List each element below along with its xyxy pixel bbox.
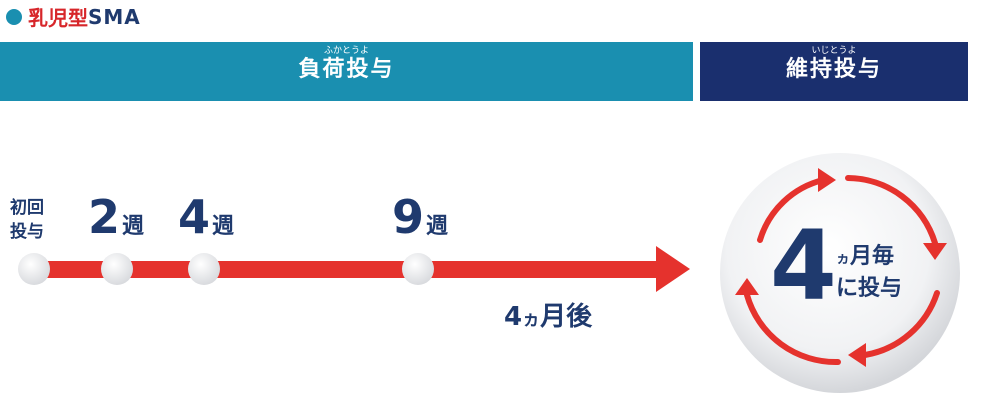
week-4-num: 4 xyxy=(178,190,211,244)
cycle-ka: ヵ xyxy=(836,251,850,267)
after-rest: 月後 xyxy=(540,302,593,332)
phase-maintenance-label: 維持投与 xyxy=(785,57,882,82)
cycle-arrowhead-right-icon xyxy=(923,243,947,260)
cycle-arc-bottom-right xyxy=(862,290,940,358)
node-week-4 xyxy=(188,253,220,285)
phase-maintenance-dose: いじとうよ 維持投与 xyxy=(700,42,968,101)
week-2-num: 2 xyxy=(88,190,121,244)
bullet-dot-icon xyxy=(6,8,22,25)
week-2-label: 2週 xyxy=(88,190,144,244)
week-9-num: 9 xyxy=(392,190,425,244)
first-dose-line1: 初回 xyxy=(10,198,44,218)
cycle-arc-top-left xyxy=(757,177,826,243)
cycle-arc-bottom-left xyxy=(744,292,841,366)
phase-loading-dose: ふかとうよ 負荷投与 xyxy=(0,42,693,101)
title-name: SMA xyxy=(88,4,141,29)
cycle-arrowhead-left-icon xyxy=(735,278,759,295)
cycle-arrowhead-bottom-icon xyxy=(848,343,866,367)
week-9-unit: 週 xyxy=(426,214,449,239)
cycle-text: ヵ月毎 に投与 xyxy=(836,242,902,304)
after-4-months-label: 4ヵ月後 xyxy=(504,296,592,333)
week-4-unit: 週 xyxy=(212,214,235,239)
week-2-unit: 週 xyxy=(122,214,145,239)
cycle-number: 4 xyxy=(770,210,837,322)
timeline-bar xyxy=(28,261,662,278)
node-week-2 xyxy=(101,253,133,285)
first-dose-label: 初回 投与 xyxy=(10,196,44,244)
page-title: 乳児型 SMA xyxy=(6,2,141,31)
cycle-circle xyxy=(720,153,960,393)
timeline-arrowhead-icon xyxy=(656,246,690,292)
after-ka: ヵ xyxy=(522,309,541,330)
week-9-label: 9週 xyxy=(392,190,448,244)
cycle-line2: に投与 xyxy=(836,276,903,301)
node-first-dose xyxy=(18,253,50,285)
phase-loading-label: 負荷投与 xyxy=(298,57,395,82)
node-week-9 xyxy=(402,253,434,285)
phase-maintenance-ruby: いじとうよ xyxy=(811,46,857,56)
cycle-arc-top-right xyxy=(845,175,938,246)
cycle-arrowhead-top-icon xyxy=(818,168,836,192)
title-prefix: 乳児型 xyxy=(28,6,88,30)
week-4-label: 4週 xyxy=(178,190,234,244)
phase-loading-ruby: ふかとうよ xyxy=(323,46,369,56)
cycle-line1: 月毎 xyxy=(850,244,895,269)
after-num: 4 xyxy=(504,302,523,332)
first-dose-line2: 投与 xyxy=(10,222,44,242)
